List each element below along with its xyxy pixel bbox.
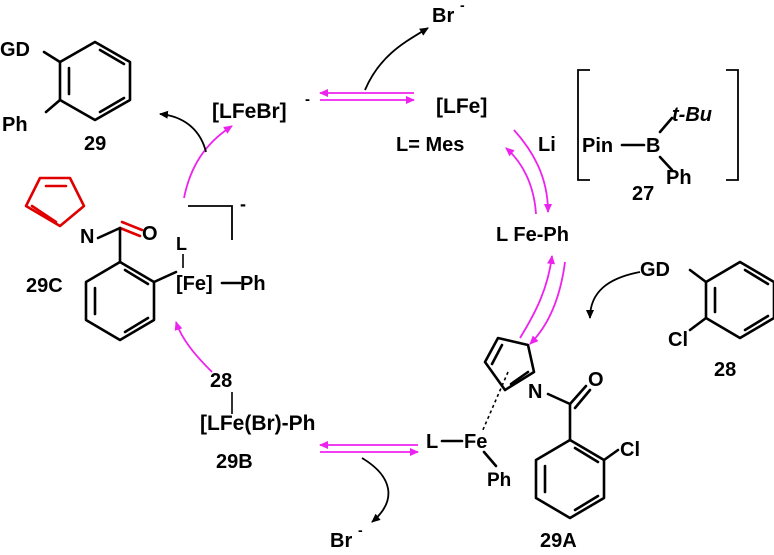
bromide-top-charge: -	[460, 0, 465, 13]
product-release-arrow	[159, 110, 207, 153]
complex-29c-charge: -	[240, 194, 246, 214]
reductive-elimination-arrow	[183, 125, 233, 199]
transmetalation-arrow-reverse	[505, 147, 537, 215]
complex-29c-bracket	[188, 205, 233, 240]
complex-29c-l: L	[176, 234, 187, 254]
complex-29b-label: [LFe(Br)-Ph	[200, 412, 315, 435]
complex-29a: N O Cl L Fe Ph 29A	[426, 336, 640, 552]
complex-29b-id: 29B	[216, 451, 253, 473]
product-29-ph-label: Ph	[2, 114, 28, 136]
product-29-benzene-ring	[58, 40, 132, 122]
reagent-27-pin: Pin	[582, 135, 613, 157]
fe-ph-intermediate-label: L Fe-Ph	[496, 224, 569, 246]
product-29-gd-label: GD	[0, 39, 30, 61]
product-29-id: 29	[84, 133, 106, 155]
substrate-28-cl: Cl	[668, 329, 688, 351]
reagent-27-ph: Ph	[666, 167, 692, 189]
reagent-27-id: 27	[632, 183, 654, 205]
complex-29a-pyrrole-ring	[483, 336, 536, 392]
catalyst-label: [LFe]	[436, 95, 487, 118]
reagent-27-boron: B	[646, 135, 660, 157]
reagent-27-left-bracket	[577, 69, 590, 181]
complex-29c-n: N	[80, 226, 94, 248]
oxidative-step-arrow	[174, 321, 213, 373]
complex-29c-pyrrole-ring	[24, 176, 86, 228]
ligand-definition: L= Mes	[396, 134, 464, 156]
complex-29b-ref: 28	[210, 370, 232, 392]
complex-29c-o: O	[142, 223, 158, 245]
bromide-release-arrow-top	[364, 27, 429, 91]
complex-29c-fe: [Fe]	[176, 273, 213, 295]
complex-29a-o: O	[588, 369, 604, 391]
transmetalation-arrow-forward	[513, 129, 552, 213]
complex-29c: N O L [Fe] Ph - 29C	[24, 176, 266, 342]
lfebr-charge: -	[305, 91, 310, 108]
substrate-addition-arrow	[586, 271, 641, 319]
bromide-bottom-label: Br	[330, 530, 352, 552]
cycle-arrows	[174, 89, 566, 456]
complex-29a-cl: Cl	[620, 439, 640, 461]
coordination-arrow-reverse	[519, 255, 555, 339]
bromide-bottom-charge: -	[358, 522, 363, 538]
lithium-label: Li	[538, 134, 556, 156]
bromide-release-arrow-bottom	[361, 457, 390, 523]
lfebr-anion-label: [LFeBr]	[212, 100, 287, 123]
coordination-arrow-forward	[529, 261, 566, 345]
complex-29a-fe: Fe	[464, 431, 487, 453]
reagent-27: Pin B t-Bu Ph 27	[577, 69, 739, 205]
complex-29a-ph: Ph	[487, 470, 511, 491]
reagent-27-right-bracket	[726, 69, 739, 181]
reagent-27-tbu: t-Bu	[672, 104, 712, 126]
substrate-28-gd: GD	[640, 259, 670, 281]
complex-29c-ph: Ph	[240, 273, 266, 295]
complex-29a-l: L	[426, 431, 438, 453]
complex-29a-id: 29A	[540, 530, 577, 552]
substrate-28-id: 28	[714, 359, 736, 381]
product-29: GD Ph 29	[0, 39, 132, 155]
complex-29c-id: 29C	[26, 275, 63, 297]
substrate-28: GD Cl 28	[640, 259, 774, 381]
complex-29a-n: N	[528, 381, 542, 403]
bromide-top-label: Br	[432, 5, 454, 27]
